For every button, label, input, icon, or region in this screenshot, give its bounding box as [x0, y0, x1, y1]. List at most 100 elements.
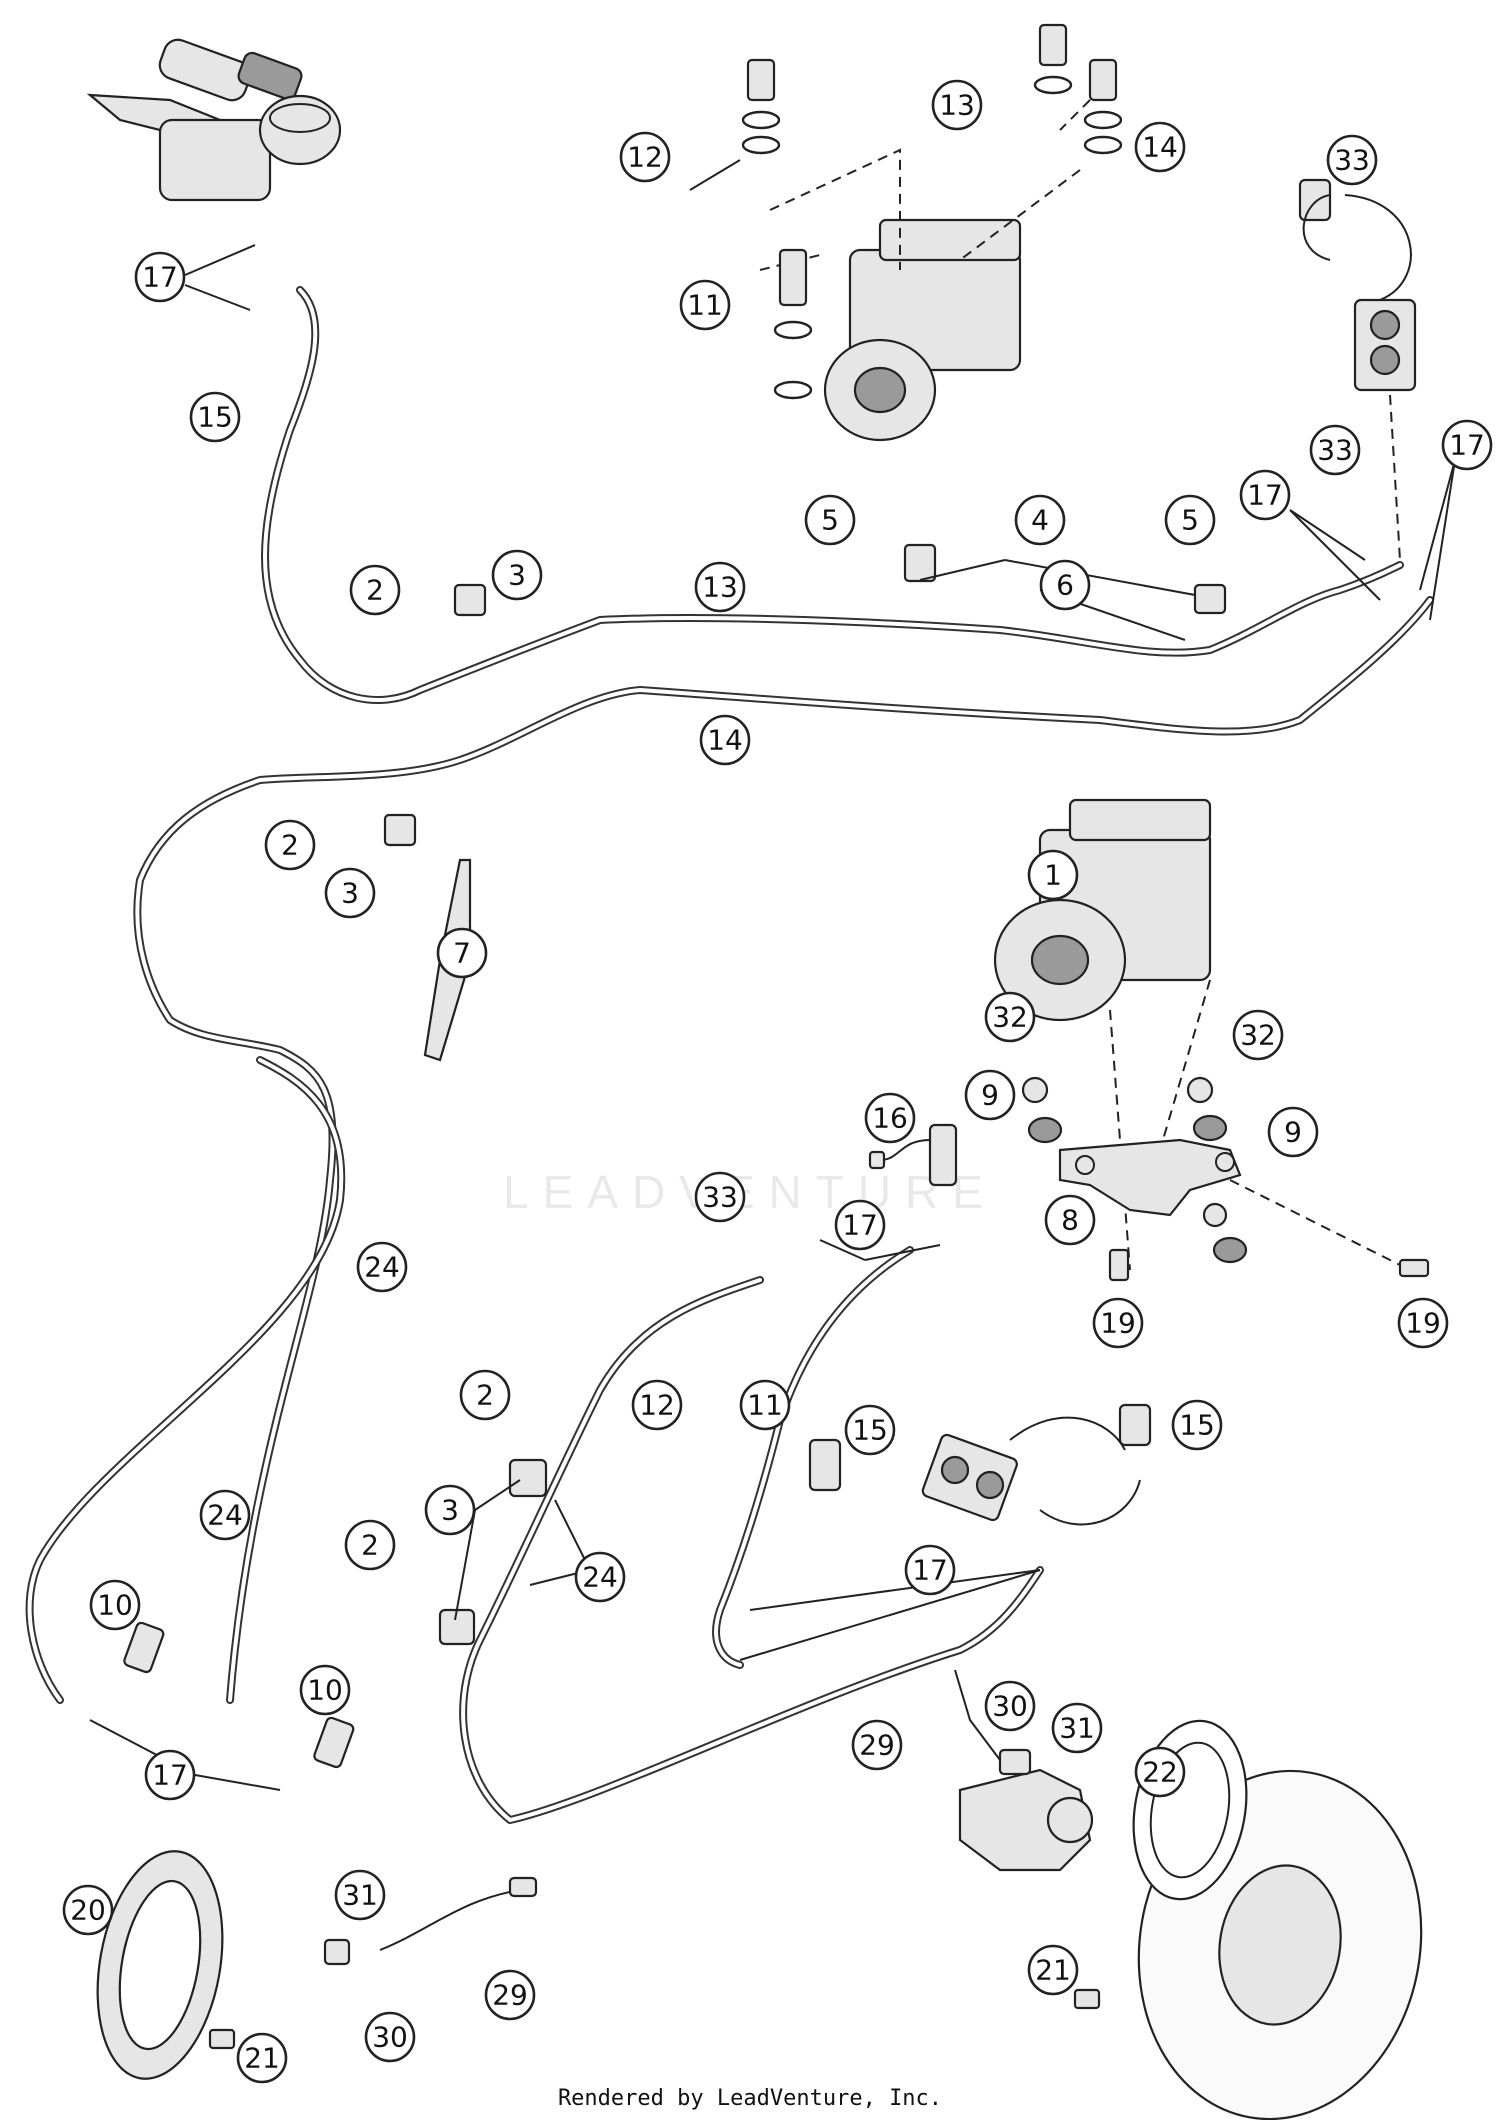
callout-13: 13 — [931, 79, 983, 131]
callout-14: 14 — [1134, 121, 1186, 173]
callout-32: 32 — [1232, 1009, 1284, 1061]
callout-label: 7 — [453, 937, 471, 970]
pressure-sensor — [868, 1123, 958, 1187]
callout-label: 14 — [707, 724, 743, 757]
callout-label: 2 — [476, 1379, 494, 1412]
callout-17: 17 — [904, 1544, 956, 1596]
callout-label: 30 — [992, 1690, 1028, 1723]
callout-21: 21 — [236, 2032, 288, 2084]
callout-label: 17 — [142, 261, 178, 294]
callout-24: 24 — [356, 1241, 408, 1293]
abs-unit — [993, 798, 1212, 1271]
callout-2: 2 — [459, 1369, 511, 1421]
callout-33: 33 — [694, 1171, 746, 1223]
callout-label: 21 — [1035, 1954, 1071, 1987]
callout-15: 15 — [844, 1404, 896, 1456]
callout-6: 6 — [1039, 559, 1091, 611]
rear-brake-disc — [954, 1669, 1423, 2120]
callout-label: 11 — [687, 289, 723, 322]
bleed-valve-top — [1298, 178, 1417, 561]
callout-label: 5 — [1181, 504, 1199, 537]
callout-9: 9 — [1267, 1106, 1319, 1158]
callout-17: 17 — [144, 1749, 196, 1801]
callouts: 1 2 2 2 2 3 3 3 4 5 5 6 7 8 9 9 10 10 11… — [62, 79, 1493, 2084]
callout-2: 2 — [344, 1519, 396, 1571]
callout-32: 32 — [984, 991, 1036, 1043]
callout-label: 21 — [244, 2042, 280, 2075]
grommets-and-screws — [1021, 1076, 1248, 1264]
callout-8: 8 — [1044, 1194, 1096, 1246]
callout-label: 33 — [1334, 144, 1370, 177]
brake-line-front-left — [25, 1056, 346, 1704]
callout-33: 33 — [1326, 134, 1378, 186]
callout-29: 29 — [484, 1969, 536, 2021]
callout-14: 14 — [699, 714, 751, 766]
leader-lines — [89, 244, 1456, 1791]
callout-24: 24 — [574, 1551, 626, 1603]
callout-5: 5 — [1164, 494, 1216, 546]
callout-17: 17 — [834, 1199, 886, 1251]
callout-7: 7 — [436, 927, 488, 979]
callout-20: 20 — [62, 1884, 114, 1936]
callout-label: 17 — [1449, 429, 1485, 462]
callout-2: 2 — [349, 564, 401, 616]
callout-label: 24 — [364, 1251, 400, 1284]
callout-15: 15 — [189, 391, 241, 443]
callout-label: 14 — [1142, 131, 1178, 164]
abs-modulator-exploded — [759, 99, 1091, 442]
callout-label: 3 — [341, 877, 359, 910]
callout-label: 19 — [1100, 1307, 1136, 1340]
callout-label: 2 — [281, 829, 299, 862]
callout-label: 11 — [747, 1389, 783, 1422]
callout-label: 12 — [639, 1389, 675, 1422]
brake-line-12 — [459, 1276, 1044, 1824]
callout-label: 3 — [441, 1494, 459, 1527]
front-abs-ring — [96, 1850, 538, 2080]
callout-16: 16 — [864, 1092, 916, 1144]
callout-9: 9 — [964, 1069, 1016, 1121]
callout-1: 1 — [1027, 849, 1079, 901]
front-master-cylinder — [86, 38, 342, 202]
banjo-fittings-top — [689, 23, 1123, 400]
callout-label: 24 — [582, 1561, 618, 1594]
callout-33: 33 — [1309, 424, 1361, 476]
callout-10: 10 — [299, 1664, 351, 1716]
callout-30: 30 — [364, 2011, 416, 2063]
callout-label: 16 — [872, 1102, 908, 1135]
callout-label: 17 — [1247, 479, 1283, 512]
callout-label: 31 — [1059, 1712, 1095, 1745]
callout-31: 31 — [1051, 1702, 1103, 1754]
callout-label: 10 — [307, 1674, 343, 1707]
callout-label: 15 — [197, 401, 233, 434]
callout-label: 9 — [1284, 1116, 1302, 1149]
callout-label: 33 — [702, 1181, 738, 1214]
callout-19: 19 — [1397, 1297, 1449, 1349]
callout-label: 17 — [842, 1209, 878, 1242]
callout-label: 32 — [1240, 1019, 1276, 1052]
callout-label: 12 — [627, 141, 663, 174]
callout-13: 13 — [694, 561, 746, 613]
callout-3: 3 — [324, 867, 376, 919]
callout-19: 19 — [1092, 1297, 1144, 1349]
callout-15: 15 — [1171, 1399, 1223, 1451]
callout-17: 17 — [134, 251, 186, 303]
hose-clamps — [383, 543, 1227, 1646]
callout-11: 11 — [739, 1379, 791, 1431]
callout-label: 19 — [1405, 1307, 1441, 1340]
callout-label: 15 — [852, 1414, 888, 1447]
callout-label: 5 — [821, 504, 839, 537]
callout-label: 2 — [361, 1529, 379, 1562]
callout-21: 21 — [1027, 1944, 1079, 1996]
callout-2: 2 — [264, 819, 316, 871]
callout-5: 5 — [804, 494, 856, 546]
callout-label: 9 — [981, 1079, 999, 1112]
callout-label: 8 — [1061, 1204, 1079, 1237]
banjo-bolts-10 — [123, 1621, 355, 1769]
callout-12: 12 — [631, 1379, 683, 1431]
callout-31: 31 — [334, 1869, 386, 1921]
callout-label: 2 — [366, 574, 384, 607]
callout-17: 17 — [1441, 419, 1493, 471]
callout-17: 17 — [1239, 469, 1291, 521]
callout-label: 22 — [1142, 1756, 1178, 1789]
